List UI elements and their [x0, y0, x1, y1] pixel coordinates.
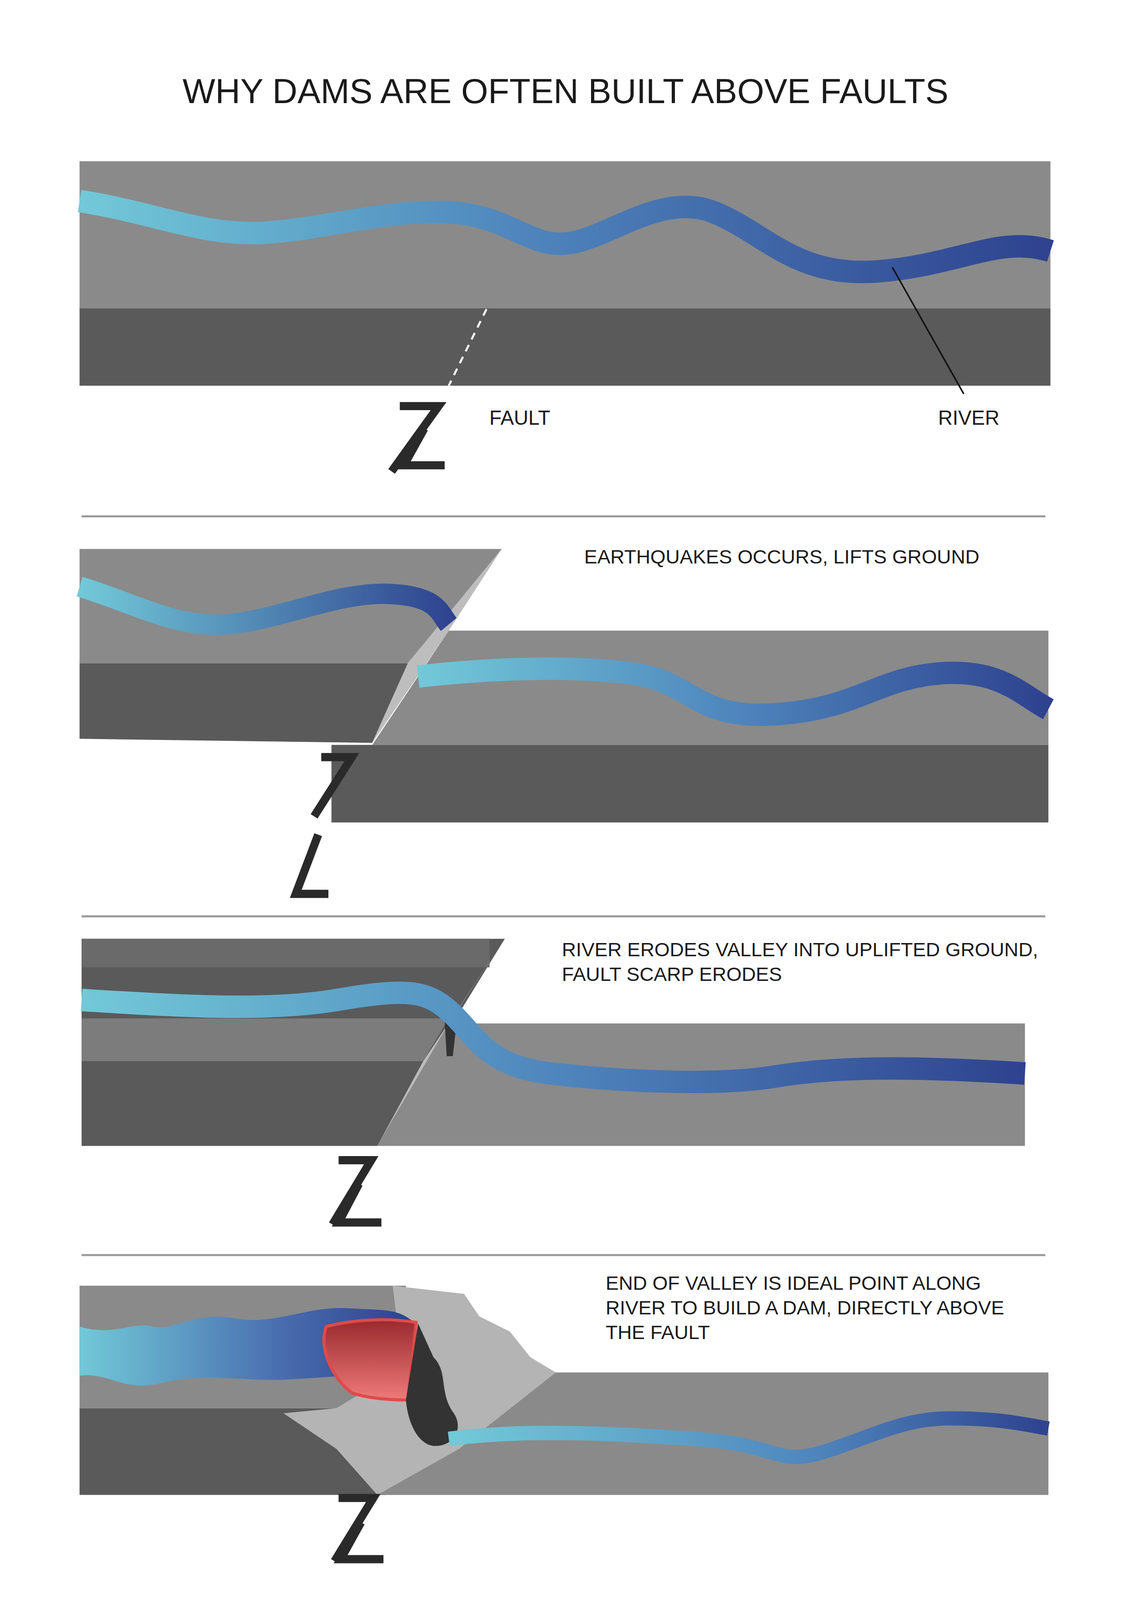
fault-label: FAULT [489, 404, 627, 431]
stage-note: RIVER ERODES VALLEY INTO UPLIFTED GROUND… [561, 937, 1055, 987]
river-label: RIVER [938, 404, 1075, 431]
stage-note: EARTHQUAKES OCCURS, LIFTS GROUND [584, 544, 1109, 570]
diagram-title: WHY DAMS ARE OFTEN BUILT ABOVE FAULTS [0, 69, 1131, 113]
stage-note: END OF VALLEY IS IDEAL POINT ALONG RIVER… [605, 1270, 1017, 1344]
